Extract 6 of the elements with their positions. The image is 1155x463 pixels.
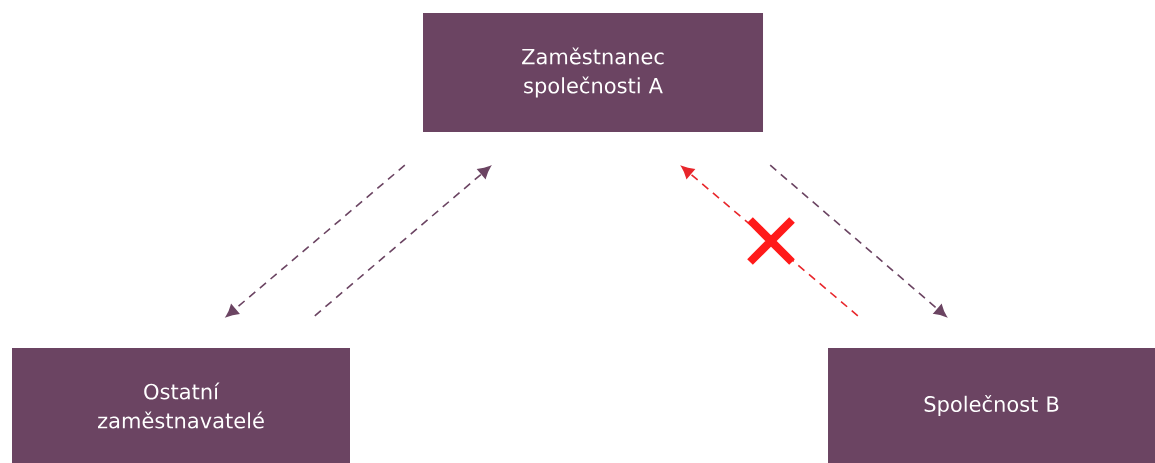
arrow <box>314 166 491 317</box>
label-box: Společnost B <box>828 348 1155 463</box>
arrow <box>769 164 947 317</box>
label-box: Zaměstnanec společnosti A <box>423 13 763 132</box>
arrow <box>225 164 406 317</box>
label-box: Ostatní zaměstnavatelé <box>12 348 350 463</box>
